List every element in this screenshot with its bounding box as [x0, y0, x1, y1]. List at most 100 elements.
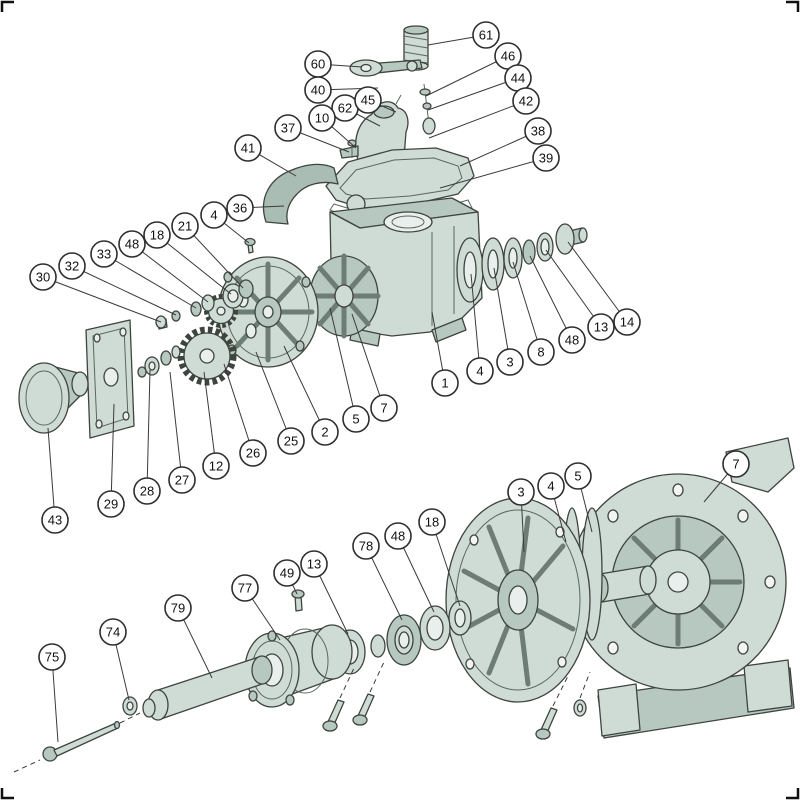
callout-48: 48	[384, 522, 412, 550]
balloon-circle	[300, 550, 328, 578]
callout-48: 48	[558, 326, 586, 354]
leader-line-18	[156, 234, 232, 295]
balloon-number: 3	[506, 355, 513, 370]
balloon-number: 2	[321, 425, 328, 440]
balloon-number: 5	[352, 412, 359, 427]
callout-37: 37	[274, 114, 302, 142]
balloon-number: 36	[233, 201, 247, 216]
leader-line-27	[169, 371, 183, 481]
balloon-number: 38	[531, 124, 545, 139]
balloon-circle	[168, 466, 196, 494]
bottom-bolts-part	[322, 661, 591, 740]
callout-26: 26	[239, 439, 267, 467]
balloon-circle	[202, 452, 230, 480]
leader-line-12	[203, 371, 217, 467]
callout-25: 25	[277, 427, 305, 455]
balloon-number: 61	[479, 28, 493, 43]
balloon-number: 40	[311, 83, 325, 98]
balloon-circle	[537, 472, 565, 500]
impeller-part	[445, 497, 591, 703]
pump-shaft-part	[142, 655, 273, 721]
balloon-circle	[304, 76, 332, 104]
leader-line-48	[131, 243, 209, 303]
leader-line-28	[146, 369, 151, 492]
callout-32: 32	[58, 252, 86, 280]
callout-62: 62	[331, 94, 359, 122]
balloon-number: 77	[238, 581, 252, 596]
callout-61: 61	[472, 21, 500, 49]
callout-40: 40	[304, 76, 332, 104]
balloon-circle	[418, 508, 446, 536]
washer-row-part	[137, 345, 181, 378]
leader-line-5	[329, 307, 357, 420]
callout-74: 74	[99, 618, 127, 646]
balloon-number: 4	[476, 364, 483, 379]
balloon-circle	[133, 477, 161, 505]
callout-8: 8	[527, 338, 555, 366]
callout-45: 45	[354, 86, 382, 114]
balloon-number: 14	[620, 315, 634, 330]
balloon-number: 12	[209, 459, 223, 474]
leader-line-33	[103, 253, 197, 309]
balloon-circle	[532, 144, 560, 172]
leader-line-48	[397, 535, 435, 613]
balloon-number: 27	[175, 473, 189, 488]
balloon-circle	[722, 450, 750, 478]
leader-line-13	[545, 249, 602, 328]
balloon-number: 46	[501, 49, 515, 64]
callout-2: 2	[311, 418, 339, 446]
leader-line-48	[529, 255, 573, 341]
balloon-circle	[311, 418, 339, 446]
leader-line-2	[283, 345, 326, 433]
balloon-circle	[370, 394, 398, 422]
leader-line-14	[567, 241, 628, 323]
balloon-circle	[564, 462, 592, 490]
balloon-number: 49	[280, 566, 294, 581]
leader-line-4	[470, 273, 481, 372]
callout-38: 38	[524, 117, 552, 145]
balloon-number: 3	[517, 485, 524, 500]
callout-48: 48	[118, 230, 146, 258]
callout-1: 1	[431, 369, 459, 397]
balloon-number: 30	[36, 270, 50, 285]
callout-36: 36	[226, 194, 254, 222]
balloon-circle	[143, 221, 171, 249]
callout-21: 21	[171, 212, 199, 240]
volute-housing-part	[569, 437, 795, 739]
balloon-number: 48	[125, 237, 139, 252]
valve-pin-part	[419, 83, 436, 135]
balloon-number: 1	[441, 376, 448, 391]
leader-line-21	[184, 225, 244, 289]
balloon-number: 48	[391, 529, 405, 544]
balloon-number: 42	[519, 94, 533, 109]
callout-79: 79	[164, 594, 192, 622]
callout-10: 10	[308, 104, 336, 132]
balloon-circle	[97, 490, 125, 518]
small-bolt-part	[244, 237, 256, 254]
balloon-circle	[90, 240, 118, 268]
callout-77: 77	[231, 574, 259, 602]
mounting-bracket-part	[85, 319, 135, 439]
leader-line-38	[459, 130, 539, 167]
callout-78: 78	[352, 532, 380, 560]
callout-44: 44	[504, 64, 532, 92]
balloon-number: 13	[307, 557, 321, 572]
callout-33: 33	[90, 240, 118, 268]
balloon-number: 4	[547, 479, 554, 494]
balloon-circle	[472, 21, 500, 49]
leader-line-44	[427, 77, 519, 111]
callout-46: 46	[494, 42, 522, 70]
balloon-circle	[58, 252, 86, 280]
balloon-number: 7	[380, 401, 387, 416]
balloon-circle	[234, 134, 262, 162]
balloon-number: 78	[359, 539, 373, 554]
balloon-number: 13	[594, 320, 608, 335]
balloon-circle	[171, 212, 199, 240]
main-pump-body-part	[307, 197, 483, 347]
long-bolt-part	[13, 712, 141, 773]
leader-line-7	[351, 313, 385, 409]
balloon-number: 26	[246, 446, 260, 461]
pulley-cap-part	[18, 362, 89, 434]
